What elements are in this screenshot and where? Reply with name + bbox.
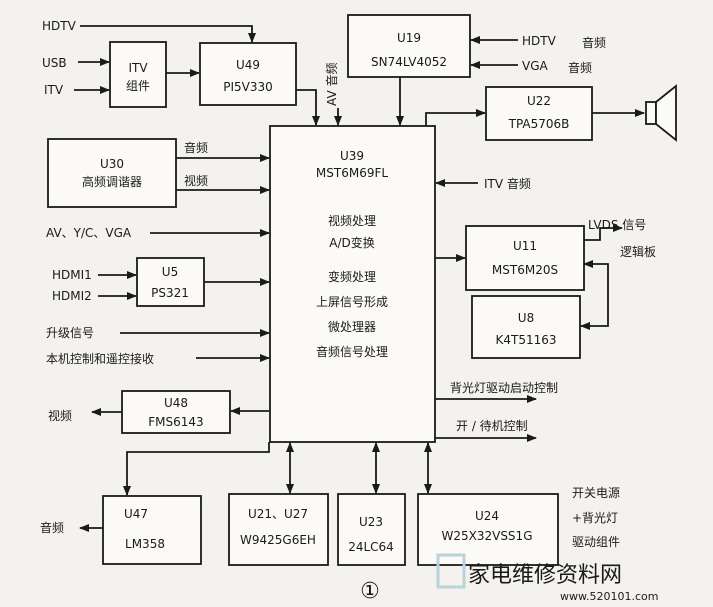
u49-block: U49 PI5V330 bbox=[199, 42, 297, 106]
u8-name: U8 bbox=[518, 311, 534, 325]
u48-block: U48 FMS6143 bbox=[121, 390, 231, 434]
watermark-main: 家电维修资料网 bbox=[468, 563, 622, 588]
u5-name: U5 bbox=[162, 265, 178, 279]
label-lvds-signal: LVDS 信号 bbox=[588, 218, 646, 232]
label-local-remote: 本机控制和遥控接收 bbox=[46, 351, 154, 366]
u48-name: U48 bbox=[164, 396, 188, 410]
watermark: 家电维修资料网 www.520101.com bbox=[436, 553, 658, 603]
label-power-standby: 开 / 待机控制 bbox=[456, 419, 528, 433]
label-audio-out: 音频 bbox=[40, 520, 64, 535]
label-itv-audio: ITV 音频 bbox=[484, 176, 531, 191]
label-psu-line1: 开关电源 bbox=[572, 486, 620, 500]
label-hdmi2: HDMI2 bbox=[52, 289, 92, 303]
figure-number: ① bbox=[360, 579, 380, 604]
u39-function-2: A/D变换 bbox=[329, 235, 375, 250]
label-av-audio: AV 音频 bbox=[324, 63, 339, 106]
u22-name: U22 bbox=[527, 94, 551, 108]
u24-part: W25X32VSS1G bbox=[441, 529, 532, 543]
itv-module-line1: ITV bbox=[128, 61, 148, 75]
connection-lines bbox=[74, 25, 645, 532]
label-psu-line2: +背光灯 bbox=[572, 511, 618, 525]
itv-module-block: ITV 组件 bbox=[109, 41, 167, 108]
u49-name: U49 bbox=[236, 58, 260, 72]
label-audio-1: 音频 bbox=[582, 35, 606, 50]
speaker-icon bbox=[645, 84, 677, 142]
u11-block: U11 MST6M20S bbox=[465, 225, 585, 291]
u47-part: LM358 bbox=[125, 537, 165, 551]
u39-function-3: 变频处理 bbox=[328, 269, 376, 284]
u39-part: MST6M69FL bbox=[316, 166, 388, 180]
u48-part: FMS6143 bbox=[148, 415, 203, 429]
label-hdtv-right: HDTV bbox=[522, 34, 557, 48]
u21-u27-part: W9425G6EH bbox=[240, 533, 316, 547]
label-backlight-start: 背光灯驱动启动控制 bbox=[450, 381, 558, 395]
label-video-out: 视频 bbox=[48, 408, 72, 423]
label-logic-board: 逻辑板 bbox=[620, 245, 656, 259]
itv-module-line2: 组件 bbox=[126, 79, 150, 93]
label-audio-u30: 音频 bbox=[184, 140, 208, 155]
u5-part: PS321 bbox=[151, 286, 189, 300]
u30-block: U30 高频调谐器 bbox=[47, 138, 177, 208]
label-itv: ITV bbox=[44, 83, 64, 97]
u24-block: U24 W25X32VSS1G bbox=[417, 493, 559, 566]
u19-part: SN74LV4052 bbox=[371, 55, 447, 69]
u39-function-1: 视频处理 bbox=[328, 213, 376, 228]
label-av-yc-vga: AV、Y/C、VGA bbox=[46, 226, 132, 240]
u22-block: U22 TPA5706B bbox=[485, 86, 593, 141]
u21-u27-name: U21、U27 bbox=[248, 507, 308, 521]
u5-block: U5 PS321 bbox=[136, 257, 205, 307]
u23-block: U23 24LC64 bbox=[337, 493, 406, 566]
u11-name: U11 bbox=[513, 239, 537, 253]
u24-name: U24 bbox=[475, 509, 499, 523]
u47-block: U47 LM358 bbox=[102, 495, 202, 565]
u30-name: U30 bbox=[100, 157, 124, 171]
u39-function-4: 上屏信号形成 bbox=[316, 295, 388, 309]
u47-name: U47 bbox=[124, 507, 148, 521]
label-vga-right: VGA bbox=[522, 59, 549, 73]
label-upgrade-signal: 升级信号 bbox=[46, 326, 94, 340]
u8-block: U8 K4T51163 bbox=[471, 295, 581, 359]
u11-part: MST6M20S bbox=[492, 263, 558, 277]
label-hdmi1: HDMI1 bbox=[52, 268, 92, 282]
u19-block: U19 SN74LV4052 bbox=[347, 14, 471, 78]
u39-name: U39 bbox=[340, 149, 364, 163]
u23-name: U23 bbox=[359, 515, 383, 529]
label-hdtv-top: HDTV bbox=[42, 19, 77, 33]
label-video-u30: 视频 bbox=[184, 173, 208, 188]
u49-part: PI5V330 bbox=[223, 80, 273, 94]
u39-function-6: 音频信号处理 bbox=[316, 344, 388, 359]
u19-name: U19 bbox=[397, 31, 421, 45]
label-psu-line3: 驱动组件 bbox=[572, 535, 620, 549]
u39-main-block: U39 MST6M69FL 视频处理 A/D变换 变频处理 上屏信号形成 微处理… bbox=[269, 125, 436, 443]
u30-part: 高频调谐器 bbox=[82, 174, 142, 189]
watermark-url: www.520101.com bbox=[560, 590, 658, 603]
u21-u27-block: U21、U27 W9425G6EH bbox=[228, 493, 329, 566]
u22-part: TPA5706B bbox=[508, 117, 570, 131]
u39-function-5: 微处理器 bbox=[328, 320, 376, 334]
label-usb: USB bbox=[42, 56, 67, 70]
label-audio-2: 音频 bbox=[568, 60, 592, 75]
u23-part: 24LC64 bbox=[348, 540, 394, 554]
u8-part: K4T51163 bbox=[495, 333, 556, 347]
